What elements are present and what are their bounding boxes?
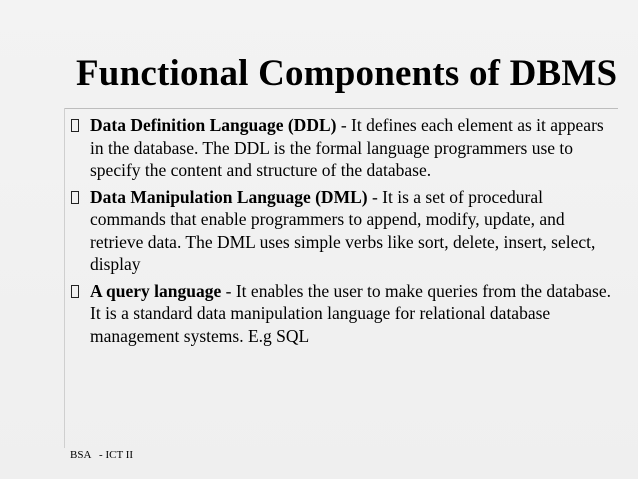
slide-footer: BSA - ICT II (70, 449, 134, 461)
bullet-list: Data Definition Language (DDL) - It defi… (70, 114, 615, 351)
bullet-text: A query language - It enables the user t… (90, 280, 615, 348)
bullet-description: - It defines each element as it appears … (90, 115, 604, 180)
square-bullet-icon (70, 114, 90, 137)
square-bullet-icon (70, 186, 90, 209)
bullet-term: A query language (90, 280, 222, 301)
bullet-item-query-language: A query language - It enables the user t… (70, 280, 615, 348)
bullet-description: - It is a set of procedural commands tha… (90, 186, 596, 275)
bullet-term: Data Definition Language (DDL) (90, 115, 337, 135)
title-divider (64, 108, 618, 109)
bullet-text: Data Definition Language (DDL) - It defi… (90, 114, 615, 182)
bullet-text: Data Manipulation Language (DML) - It is… (90, 186, 615, 276)
bullet-description: - It enables the user to make queries fr… (90, 280, 611, 346)
left-divider (64, 108, 65, 448)
slide-title: Functional Components of DBMS (76, 53, 618, 94)
bullet-term: Data Manipulation Language (DML) (90, 186, 368, 207)
bullet-item-dml: Data Manipulation Language (DML) - It is… (70, 186, 615, 276)
bullet-item-ddl: Data Definition Language (DDL) - It defi… (70, 114, 615, 182)
square-bullet-icon (70, 280, 90, 303)
